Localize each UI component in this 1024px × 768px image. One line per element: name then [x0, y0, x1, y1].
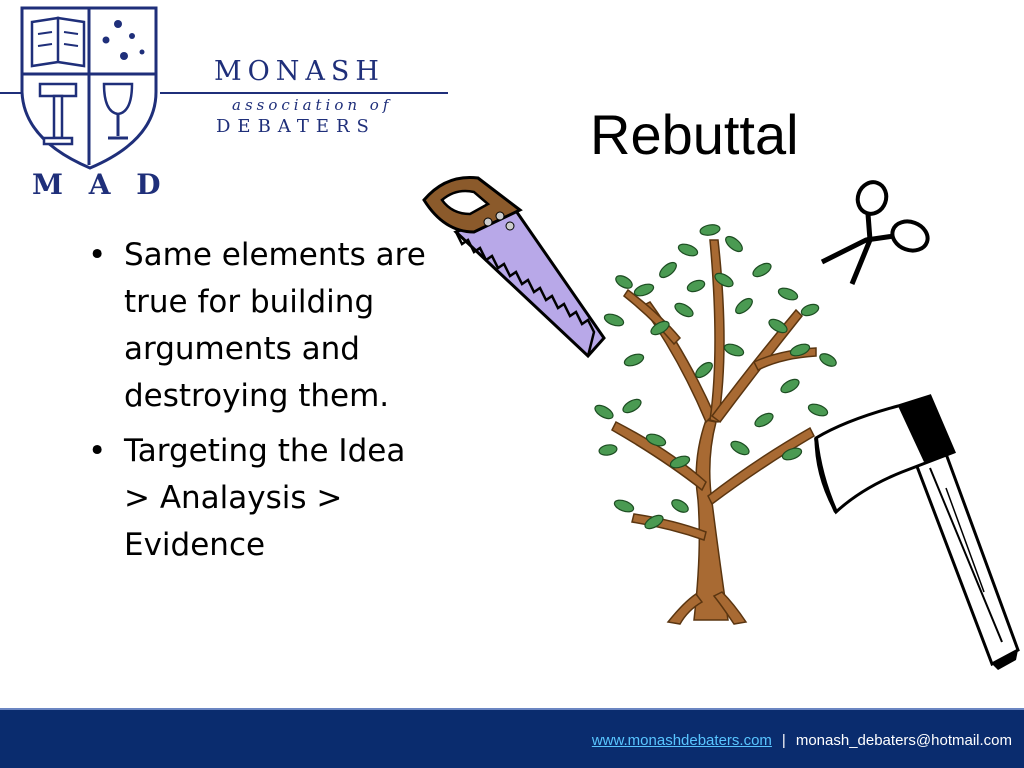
footer-separator: |: [781, 732, 786, 749]
footer-bar: www.monashdebaters.com | monash_debaters@h…: [0, 708, 1024, 768]
org-name-line3: DEBATERS: [216, 116, 376, 137]
saw-icon: [422, 175, 606, 359]
logo-rule-left: [0, 92, 28, 94]
shield-crest-icon: [20, 6, 158, 170]
bullet-item: • Same elements are true for building arg…: [88, 232, 433, 420]
bullet-item: • Targeting the Idea > Analaysis > Eviden…: [88, 428, 433, 569]
bullet-dot-icon: •: [88, 433, 107, 469]
bullet-text: Same elements are true for building argu…: [124, 237, 426, 414]
bullet-list: • Same elements are true for building arg…: [88, 232, 433, 577]
org-name-line2: association of: [232, 96, 393, 114]
org-name-line1: MONASH: [214, 56, 385, 87]
slide-title: Rebuttal: [590, 103, 799, 166]
logo-rule: [160, 92, 448, 94]
email-text: monash_debaters@hotmail.com: [795, 732, 1012, 749]
tree-icon: [594, 224, 837, 625]
footer-contact: www.monashdebaters.com | monash_debaters@h…: [592, 732, 1012, 749]
website-link[interactable]: www.monashdebaters.com: [591, 732, 772, 749]
bullet-text: Targeting the Idea > Analaysis > Evidenc…: [124, 433, 406, 563]
bullet-dot-icon: •: [88, 237, 107, 273]
logo-monogram: M A D: [32, 168, 169, 201]
axe-icon: [814, 394, 1020, 670]
scissors-icon: [820, 180, 930, 285]
